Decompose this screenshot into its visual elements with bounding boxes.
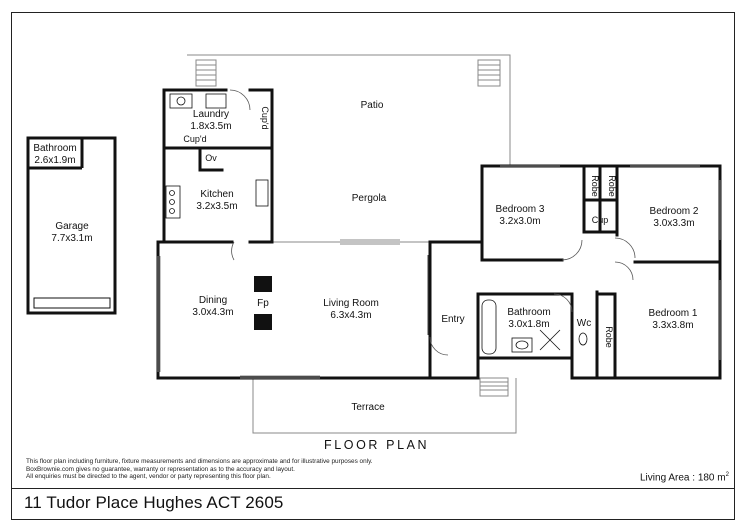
patio-stairs-right [477,59,501,87]
entry-door-swing [429,336,449,356]
kitchen-name: Kitchen [200,189,233,200]
living-area-unit: 2 [725,472,729,478]
robe-right-label: Robe [607,175,617,197]
entry-label: Entry [441,314,464,325]
cupd-vertical-label: Cup'd [260,106,270,129]
bedroom3-walls [480,164,564,262]
bathroom-walls [476,292,574,380]
bedroom2-door-swing [614,237,636,259]
bedroom2-name: Bedroom 2 [650,206,699,217]
patio-outline [187,54,511,165]
disclaimer-line: This floor plan including furniture, fix… [26,458,373,465]
disclaimer-line: BoxBrownie.com gives no guarantee, warra… [26,465,295,473]
cup-label: Cup [592,215,609,225]
bathroom-size: 3.0x1.8m [508,319,549,330]
terrace-label: Terrace [351,402,385,413]
fireplace-label: Fp [257,298,269,309]
kitchen-door-swing [231,241,235,261]
garage-walls [26,136,117,315]
garage-bathroom-size: 2.6x1.9m [34,155,75,166]
oven-label: Ov [205,153,217,163]
garage-size: 7.7x3.1m [51,233,92,244]
garage-bathroom-name: Bathroom [33,143,76,154]
terrace-stairs [479,377,509,397]
laundry-tub-icon [169,93,193,109]
bathtub-icon [481,299,497,355]
sheet-border [11,12,735,520]
bedroom3-size: 3.2x3.0m [499,216,540,227]
garage-name: Garage [55,221,89,232]
shower-icon [539,329,561,351]
laundry-name: Laundry [193,109,229,120]
wc-label: Wc [577,318,591,329]
bathroom-name: Bathroom [507,307,550,318]
living-name: Living Room [323,298,379,309]
kitchen-size: 3.2x3.5m [196,201,237,212]
bedroom3-name: Bedroom 3 [496,204,545,215]
garage-door [33,297,111,309]
cupd-horizontal-label: Cup'd [183,134,206,144]
floor-plan-title: FLOOR PLAN [324,438,430,452]
washer-icon [205,93,227,109]
kitchen-sink-icon [255,179,269,207]
bedroom1-name: Bedroom 1 [649,308,698,319]
bedroom3-door-swing [561,239,583,261]
dining-size: 3.0x4.3m [192,307,233,318]
living-size: 6.3x4.3m [330,310,371,321]
toilet-icon [578,332,588,346]
property-address: 11 Tudor Place Hughes ACT 2605 [24,493,284,512]
laundry-door-swing [229,89,251,111]
disclaimer: This floor plan including furniture, fix… [26,458,373,481]
fireplace-block-bottom [254,314,272,330]
vanity-icon [511,337,533,353]
bedroom1-door-swing [614,261,634,281]
living-area: Living Area : 180 m2 [640,472,729,483]
patio-stairs-left [195,59,217,87]
pergola-label: Pergola [352,193,387,204]
main-west-walls [156,146,432,380]
dining-name: Dining [199,295,227,306]
terrace-outline [252,378,517,434]
bedroom1-size: 3.3x3.8m [652,320,693,331]
fireplace-block-top [254,276,272,292]
disclaimer-line: All enquiries must be directed to the ag… [26,473,271,481]
bedroom2-size: 3.0x3.3m [653,218,694,229]
living-area-text: Living Area : 180 m [640,472,726,484]
robe-left-label: Robe [590,175,600,197]
address-divider [11,488,735,489]
laundry-size: 1.8x3.5m [190,121,231,132]
bathroom-door-swing [553,293,573,313]
robe-bed1-label: Robe [604,326,614,348]
bedroom1-walls [595,260,722,380]
entry-north-wall [428,240,484,262]
cooktop-icon [165,185,181,219]
patio-label: Patio [361,100,384,111]
